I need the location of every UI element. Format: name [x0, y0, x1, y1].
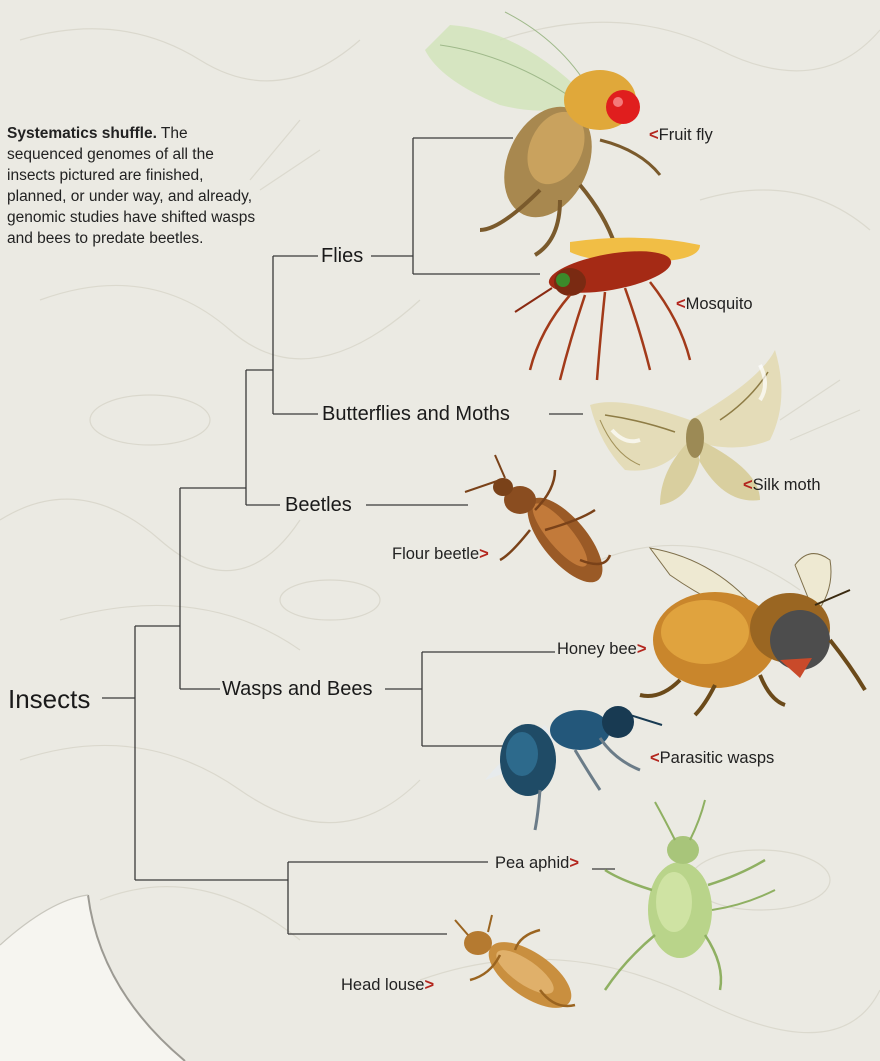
right-pointer-icon: > — [569, 854, 579, 872]
parasitic-wasp-illustration — [485, 706, 662, 830]
clade-label-butterflies-moths: Butterflies and Moths — [322, 404, 510, 424]
right-pointer-icon: > — [424, 976, 434, 994]
species-label-pea-aphid: Pea aphid> — [495, 855, 579, 872]
page-curl — [0, 895, 185, 1061]
species-label-parasitic-wasps: <Parasitic wasps — [650, 750, 774, 767]
right-pointer-icon: > — [479, 545, 489, 563]
root-label: Insects — [8, 686, 90, 712]
species-label-head-louse: Head louse> — [341, 977, 434, 994]
species-label-mosquito: <Mosquito — [676, 296, 753, 313]
species-label-fruit-fly: <Fruit fly — [649, 127, 713, 144]
species-label-silk-moth: <Silk moth — [743, 477, 821, 494]
caption-title: Systematics shuffle. — [7, 125, 157, 142]
fruit-fly-illustration — [425, 12, 660, 255]
mosquito-illustration — [515, 238, 700, 380]
left-pointer-icon: < — [676, 295, 686, 313]
left-pointer-icon: < — [649, 126, 659, 144]
clade-label-wasps-bees: Wasps and Bees — [222, 679, 372, 699]
species-label-flour-beetle: Flour beetle> — [392, 546, 489, 563]
flour-beetle-illustration — [465, 455, 615, 594]
honey-bee-illustration — [640, 548, 865, 715]
figure-caption: Systematics shuffle. The sequenced genom… — [7, 123, 257, 249]
left-pointer-icon: < — [743, 476, 753, 494]
caption-body: The sequenced genomes of all the insects… — [7, 125, 255, 247]
right-pointer-icon: > — [637, 640, 647, 658]
head-louse-illustration — [455, 915, 582, 1021]
left-pointer-icon: < — [650, 749, 660, 767]
clade-label-beetles: Beetles — [285, 495, 352, 515]
species-label-honey-bee: Honey bee> — [557, 641, 646, 658]
pea-aphid-illustration — [605, 800, 775, 990]
clade-label-flies: Flies — [321, 246, 363, 266]
